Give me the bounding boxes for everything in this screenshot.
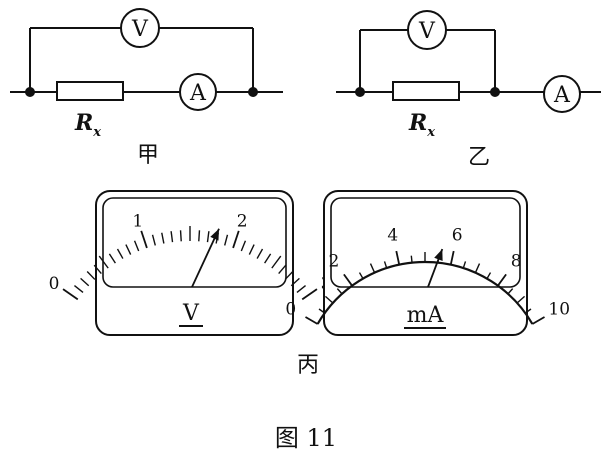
figure-label: 图 11 <box>275 424 337 452</box>
resistor-rx-jia <box>56 81 124 101</box>
scale-major-tick <box>140 230 148 249</box>
resistor-letter-yi: R <box>408 110 427 136</box>
scale-minor-tick <box>324 295 334 304</box>
scale-major-tick <box>395 250 401 265</box>
scale-minor-tick <box>133 240 140 252</box>
scale-minor-tick <box>125 244 132 255</box>
scale-label: 10 <box>548 300 570 320</box>
scale-minor-tick <box>179 230 182 242</box>
milliammeter-dial: 0 2 4 6 8 10 mA <box>285 190 570 336</box>
scale-label: 2 <box>237 211 248 231</box>
scale-major-tick <box>497 273 507 287</box>
pointer-arrowhead <box>210 228 220 241</box>
voltmeter-symbol-jia: V <box>131 17 149 42</box>
milliammeter-scale-labels: 0 2 4 6 8 10 <box>285 225 570 319</box>
scale-label: 0 <box>285 300 296 320</box>
scale-major-tick <box>531 316 545 325</box>
scale-minor-tick <box>170 231 174 243</box>
milliammeter-inner-face <box>330 197 521 288</box>
pointer-arrowhead <box>434 249 443 261</box>
scale-major-tick <box>449 250 455 265</box>
scale-minor-tick <box>358 272 364 279</box>
ammeter-symbol-jia: A <box>189 81 207 106</box>
scale-label: 2 <box>328 252 339 272</box>
scale-label: 0 <box>49 274 60 294</box>
scale-minor-tick <box>507 288 514 295</box>
scale-minor-tick <box>224 234 229 246</box>
voltmeter-dial: 0123 V <box>49 190 331 336</box>
scale-minor-tick <box>336 288 343 295</box>
caption-bing: 丙 <box>297 353 319 378</box>
scale-major-tick <box>62 288 79 301</box>
voltmeter-symbol-yi: V <box>418 19 436 44</box>
junction-dot-right-jia <box>248 87 258 97</box>
scale-minor-tick <box>98 255 109 269</box>
scale-minor-tick <box>290 277 300 287</box>
scale-major-tick <box>305 316 319 325</box>
resistor-label-yi: Rx <box>408 110 435 140</box>
scale-label: 6 <box>452 225 463 245</box>
voltmeter-pointer <box>191 228 220 288</box>
scale-major-tick <box>232 230 240 249</box>
scale-minor-tick <box>369 263 376 274</box>
scale-minor-tick <box>284 271 294 280</box>
scale-minor-tick <box>206 231 210 243</box>
resistor-subscript-yi: x <box>426 125 435 140</box>
scale-label: 1 <box>132 211 143 231</box>
scale-minor-tick <box>74 284 84 293</box>
caption-jia: 甲 <box>137 143 159 168</box>
scale-major-tick <box>301 288 318 301</box>
ammeter-jia <box>179 73 217 111</box>
scale-minor-tick <box>271 255 282 269</box>
scale-arc <box>316 260 534 325</box>
resistor-subscript-jia: x <box>92 125 101 140</box>
scale-minor-tick <box>474 263 481 274</box>
scale-minor-tick <box>198 230 201 242</box>
circuit-yi <box>336 10 601 113</box>
scale-minor-tick <box>240 240 247 252</box>
scale-minor-tick <box>486 272 492 279</box>
voltmeter-jia <box>120 8 160 48</box>
voltmeter-yi <box>407 10 447 50</box>
ammeter-symbol-yi: A <box>553 83 571 108</box>
scale-minor-tick <box>151 234 156 246</box>
voltmeter-scale <box>62 226 318 301</box>
voltmeter-inner-face <box>102 197 287 288</box>
voltmeter-unit-label: V <box>182 301 200 326</box>
scale-minor-tick <box>256 248 264 259</box>
scale-minor-tick <box>248 244 255 255</box>
scale-minor-tick <box>462 261 467 269</box>
milliammeter-pointer <box>427 248 444 288</box>
milliammeter-unit-label: mA <box>407 303 445 328</box>
scale-minor-tick <box>318 308 326 314</box>
scale-label: 4 <box>387 225 398 245</box>
scale-minor-tick <box>278 264 287 275</box>
scale-minor-tick <box>108 253 116 264</box>
milliammeter-scale <box>305 250 545 325</box>
scale-minor-tick <box>86 271 96 280</box>
scale-minor-tick <box>296 284 306 293</box>
ammeter-yi <box>543 75 581 113</box>
scale-minor-tick <box>116 248 124 259</box>
scale-minor-tick <box>524 308 532 314</box>
junction-dot-left-yi <box>355 87 365 97</box>
junction-dot-right-yi <box>490 87 500 97</box>
scale-minor-tick <box>93 264 102 275</box>
resistor-rx-yi <box>392 81 460 101</box>
scale-minor-tick <box>161 232 165 244</box>
caption-yi: 乙 <box>468 145 490 170</box>
milliammeter-scale-arc <box>316 260 534 325</box>
resistor-label-jia: Rx <box>74 110 101 140</box>
resistor-letter-jia: R <box>74 110 93 136</box>
junction-dot-left-jia <box>25 87 35 97</box>
circuit-jia <box>10 8 283 111</box>
scale-minor-tick <box>80 277 90 287</box>
scale-label: 8 <box>511 252 522 272</box>
scale-minor-tick <box>410 255 413 263</box>
scale-major-tick <box>343 273 353 287</box>
scale-minor-tick <box>264 253 272 264</box>
scale-minor-tick <box>516 295 526 304</box>
scale-minor-tick <box>383 261 388 269</box>
